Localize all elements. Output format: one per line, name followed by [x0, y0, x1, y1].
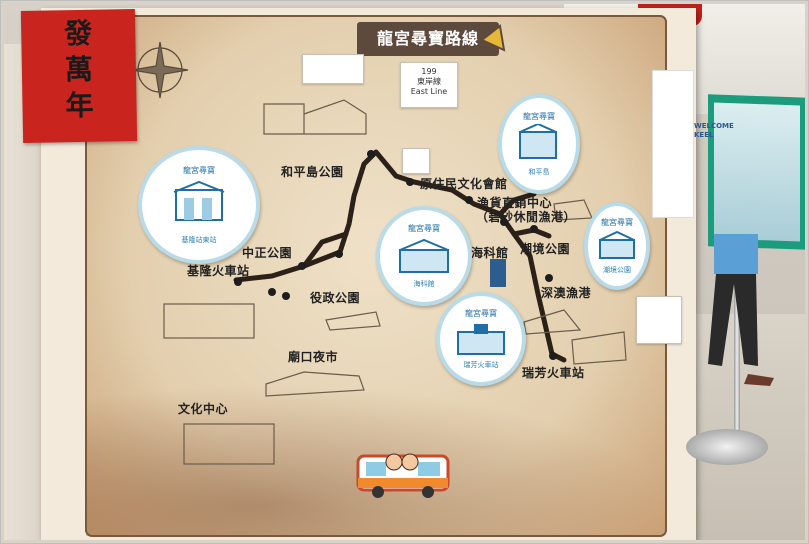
- stand-pole: [734, 244, 740, 444]
- location-label: 中正公園: [242, 246, 293, 260]
- landmark-sketches: [163, 99, 627, 465]
- route-sign-stack: [490, 259, 506, 287]
- building-icon: [519, 124, 557, 159]
- treasure-map: [86, 16, 666, 536]
- location-label: 瑞芳火車站: [522, 366, 585, 380]
- park-icon: [599, 230, 635, 259]
- photo-scene: 龍宮尋寶路線 199 東岸線 East Line 和平島公園 原住民文化會館 漁…: [4, 4, 805, 540]
- poster-char: 發: [63, 16, 93, 51]
- notice-sheet: [636, 296, 682, 344]
- badge-title: 龍宮尋寶: [183, 166, 215, 176]
- stand-base: [686, 429, 768, 465]
- location-label: 廟口夜市: [288, 350, 339, 364]
- scroll-frame: [85, 15, 667, 537]
- route-number: 199: [421, 67, 437, 76]
- location-label: 潮境公園: [520, 242, 571, 256]
- location-label: 文化中心: [178, 402, 229, 416]
- small-card: [402, 148, 430, 174]
- compass-rose: [131, 41, 189, 99]
- location-label: 和平島公園: [281, 165, 344, 179]
- station-badge: 龍宮尋寶 和平島: [498, 94, 580, 194]
- route-chinese: 東岸線: [417, 77, 441, 86]
- location-label: 深澳漁港: [541, 286, 592, 300]
- note-top-left: [302, 54, 364, 84]
- red-couplet-poster: 發 萬 年: [20, 9, 138, 143]
- poster-char: 萬: [64, 52, 94, 87]
- location-label: 原住民文化會館: [420, 177, 508, 191]
- badge-title: 龍宮尋寶: [523, 111, 555, 121]
- badge-caption: 和平島: [528, 168, 550, 177]
- train-station-icon: [457, 324, 505, 355]
- badge-caption: 海科館: [413, 280, 435, 289]
- location-label: 漁貨直銷中心: [477, 196, 553, 210]
- station-badge: 龍宮尋寶 潮境公園: [584, 202, 650, 290]
- map-drawing: [85, 15, 667, 537]
- visitor-silhouette: [708, 234, 774, 386]
- badge-title: 龍宮尋寶: [601, 218, 633, 228]
- station-building-icon: [173, 180, 225, 221]
- route-english: East Line: [410, 87, 448, 96]
- route-lines: [233, 149, 567, 363]
- badge-caption: 潮境公園: [603, 265, 631, 274]
- tour-bus-illustration: [356, 453, 450, 498]
- welcome-sign: WELCOME KEEL: [694, 122, 734, 139]
- badge-title: 龍宮尋寶: [408, 223, 440, 233]
- location-label: 基隆火車站: [187, 264, 250, 278]
- badge-title: 龍宮尋寶: [465, 309, 497, 319]
- badge-caption: 基隆站東站: [181, 235, 217, 244]
- museum-icon: [399, 238, 449, 273]
- location-label: 役政公園: [310, 291, 361, 305]
- route-sign: 199 東岸線 East Line: [400, 62, 458, 108]
- station-badge: 龍宮尋寶 瑞芳火車站: [436, 292, 526, 386]
- location-label: （碧砂休閒漁港）: [476, 210, 577, 224]
- map-title: 龍宮尋寶路線: [357, 22, 499, 56]
- badge-caption: 瑞芳火車站: [463, 360, 499, 369]
- info-leaflet-rack: [652, 70, 694, 218]
- poster-char: 年: [65, 88, 94, 123]
- location-pins: [234, 150, 557, 360]
- station-badge: 龍宮尋寶 基隆站東站: [138, 146, 260, 264]
- station-badge: 龍宮尋寶 海科館: [376, 206, 472, 306]
- megaphone-icon: [480, 24, 506, 52]
- location-label: 海科館: [471, 246, 509, 260]
